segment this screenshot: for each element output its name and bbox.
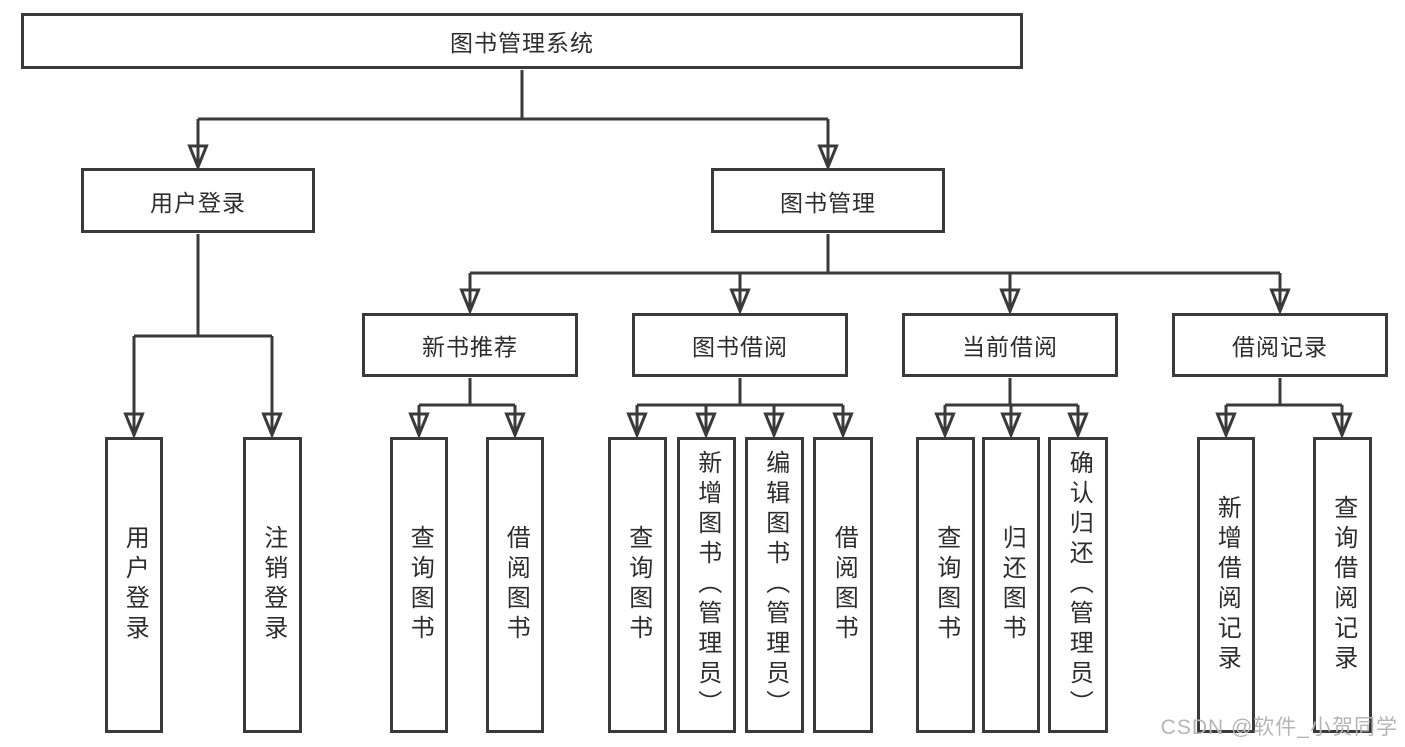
node-cur-query-books: 查询图书: [916, 437, 975, 733]
node-book-borrowing: 图书借阅: [632, 313, 848, 377]
connector-new-book-recommend-children: [408, 378, 526, 439]
connector-book-borrowing-children: [626, 378, 854, 439]
node-leaf-logout: 注销登录: [243, 437, 302, 733]
connector-root-to-level2: [187, 70, 839, 171]
node-bor-add-books-admin: 新增图书（管理员）: [677, 437, 736, 733]
connector-book-management-children: [459, 234, 1291, 315]
node-current-borrowing: 当前借阅: [902, 313, 1118, 377]
node-leaf-user-login: 用户登录: [105, 437, 163, 733]
node-log-query-record: 查询借阅记录: [1313, 437, 1372, 733]
node-borrowing-records: 借阅记录: [1172, 313, 1388, 377]
connector-user-login-children: [123, 234, 283, 439]
node-user-login: 用户登录: [81, 168, 315, 233]
node-library-system: 图书管理系统: [21, 13, 1023, 69]
csdn-watermark: CSDN @软件_小贺同学: [1160, 716, 1398, 739]
node-bor-borrow-books: 借阅图书: [813, 437, 873, 733]
node-cur-return-books: 归还图书: [982, 437, 1040, 733]
node-log-add-record: 新增借阅记录: [1197, 437, 1255, 733]
node-rec-borrow-books: 借阅图书: [486, 437, 544, 733]
node-rec-query-books: 查询图书: [390, 437, 448, 733]
connector-current-borrowing-children: [934, 378, 1089, 439]
node-cur-confirm-return-admin: 确认归还（管理员）: [1048, 437, 1108, 733]
node-new-book-recommend: 新书推荐: [362, 313, 578, 377]
connector-borrowing-records-children: [1215, 378, 1353, 439]
node-bor-query-books: 查询图书: [608, 437, 667, 733]
node-book-management: 图书管理: [711, 168, 945, 233]
node-bor-edit-books-admin: 编辑图书（管理员）: [745, 437, 804, 733]
